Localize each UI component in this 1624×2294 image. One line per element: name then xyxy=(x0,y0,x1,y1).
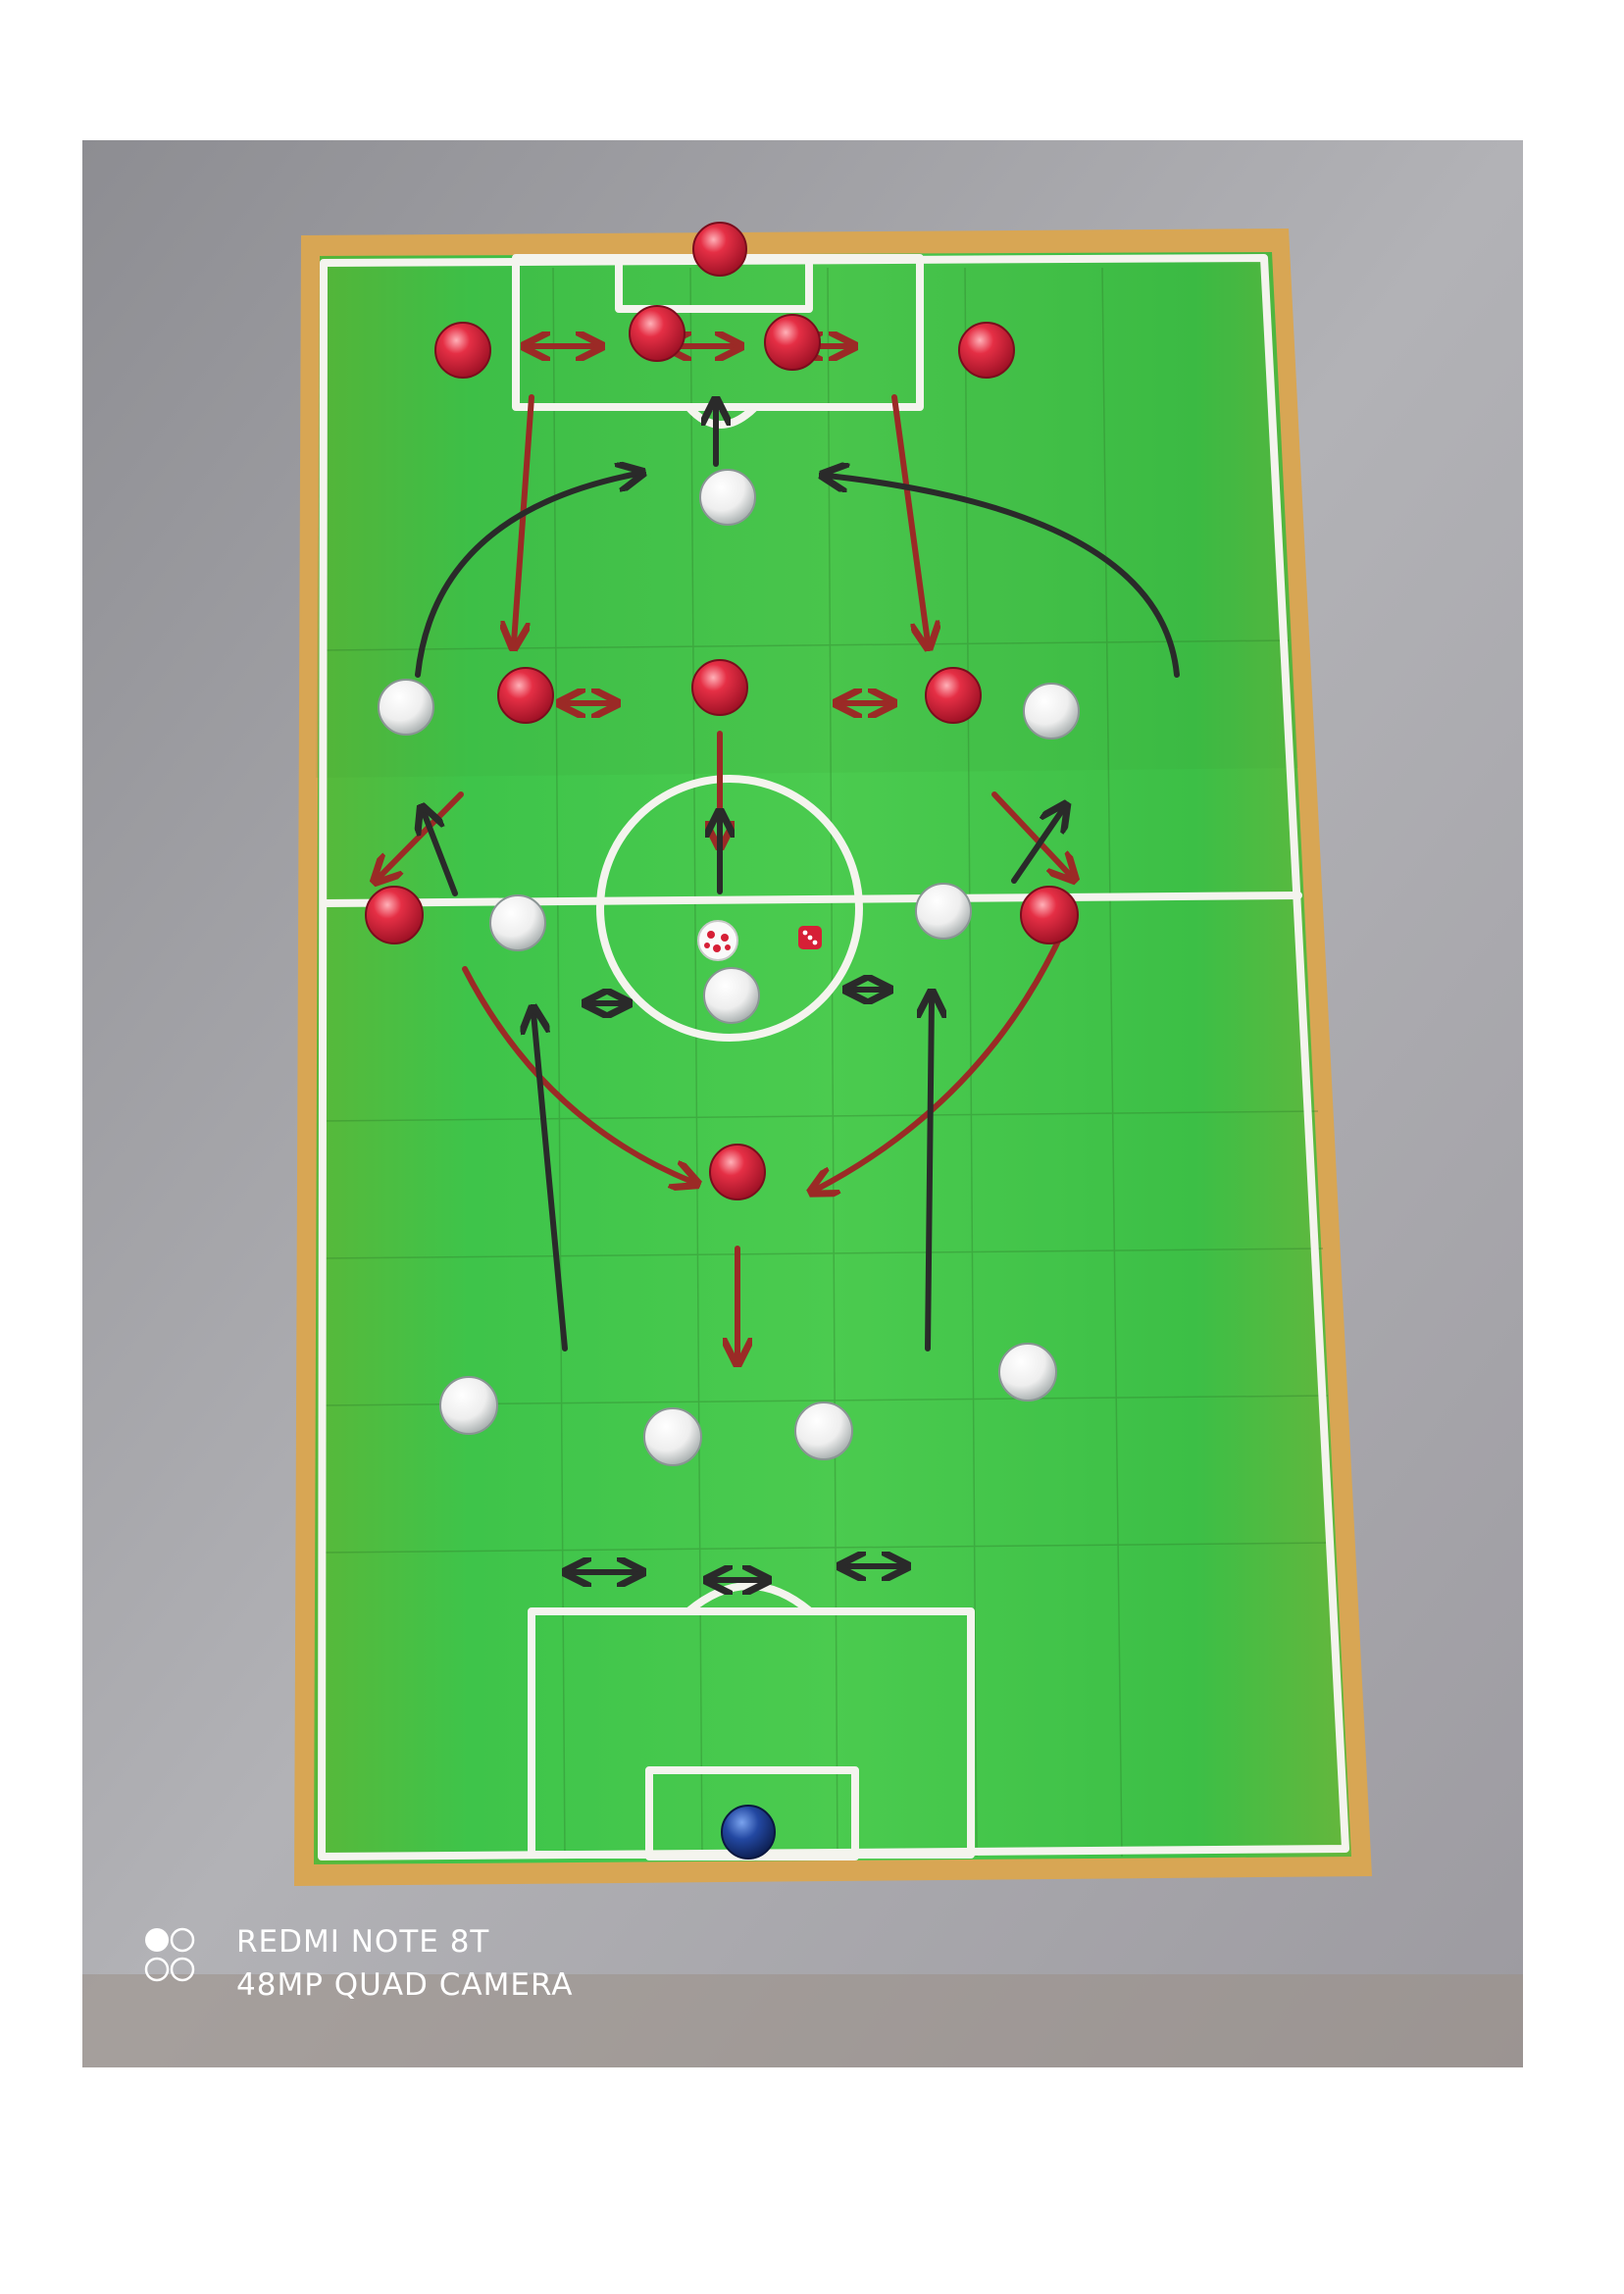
watermark-camera: 48MP QUAD CAMERA xyxy=(236,1967,574,2003)
red-player-piece xyxy=(497,667,554,724)
arrow-overlap-right xyxy=(828,476,1180,678)
arrow-run-right xyxy=(891,394,928,642)
center-circle xyxy=(596,775,863,1042)
toy-die xyxy=(798,926,822,949)
red-player-piece xyxy=(692,222,747,277)
white-player-piece xyxy=(1023,683,1080,739)
red-arrows xyxy=(379,346,1071,1358)
white-player-piece xyxy=(794,1402,853,1460)
halfway-line xyxy=(320,892,1302,907)
arrow-run-left xyxy=(514,394,534,642)
pencil-grid xyxy=(322,267,1334,1858)
red-player-piece xyxy=(925,667,982,724)
arrow-overlap-left xyxy=(415,474,637,678)
red-player-piece xyxy=(434,322,491,379)
tactics-board-photo xyxy=(82,140,1523,2067)
white-team xyxy=(378,469,1080,1466)
white-player-piece xyxy=(378,679,434,736)
white-player-piece xyxy=(699,469,756,526)
white-player-piece xyxy=(439,1376,498,1435)
touchline xyxy=(318,254,1349,1861)
red-player-piece xyxy=(691,659,748,716)
red-player-piece xyxy=(958,322,1015,379)
red-player-piece xyxy=(709,1144,766,1200)
red-player-piece xyxy=(1020,886,1079,944)
black-arrows xyxy=(415,405,1180,1580)
red-team xyxy=(365,222,1079,1200)
white-player-piece xyxy=(703,967,760,1024)
white-player-piece xyxy=(643,1407,702,1466)
white-player-piece xyxy=(998,1343,1057,1402)
red-player-piece xyxy=(629,305,685,362)
white-player-piece xyxy=(489,894,546,951)
red-player-piece xyxy=(365,886,424,944)
camera-logo-icon xyxy=(144,1927,195,1982)
white-player-piece xyxy=(915,883,972,940)
pitch-grass xyxy=(314,252,1351,1864)
watermark-device: REDMI NOTE 8T xyxy=(236,1924,490,1960)
blue-goalkeeper-piece xyxy=(721,1805,776,1860)
red-player-piece xyxy=(764,314,821,371)
toy-ball xyxy=(697,920,738,961)
